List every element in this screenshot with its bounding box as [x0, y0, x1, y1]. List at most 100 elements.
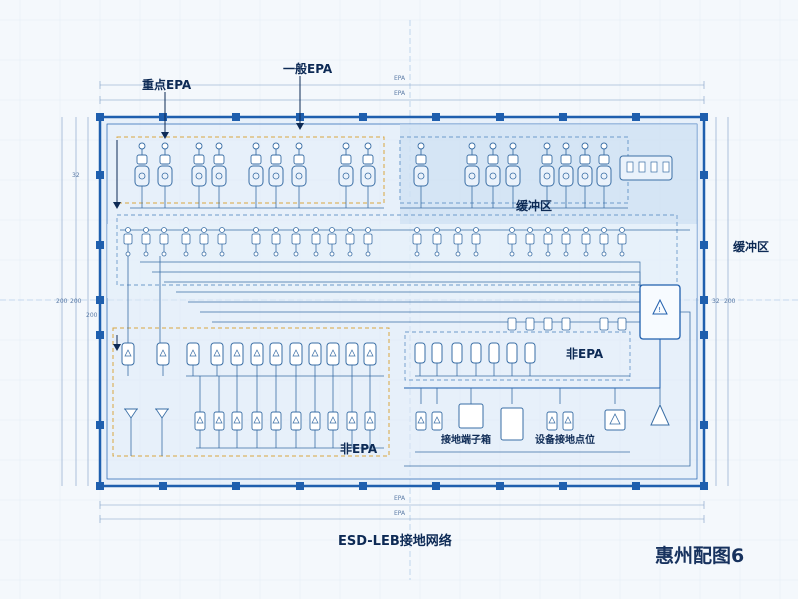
- grounding-module: [231, 411, 243, 431]
- ground-clip-icon: [125, 251, 131, 257]
- non-epa-right-label: 非EPA: [566, 347, 604, 361]
- connector-block: [311, 233, 321, 245]
- connector-block: [141, 233, 151, 245]
- grounding-terminal-box-icon: [500, 407, 524, 441]
- ground-clip-icon: [365, 227, 371, 233]
- grounding-module: [431, 411, 443, 431]
- ground-clip-icon: [581, 142, 589, 150]
- ground-clip-icon: [347, 251, 353, 257]
- ground-clip-icon: [562, 142, 570, 150]
- ground-clip-icon: [619, 251, 625, 257]
- ground-clip-icon: [253, 251, 259, 257]
- rack-slot: [650, 161, 658, 173]
- non-epa-zone-right: [404, 331, 631, 381]
- grounding-module: [562, 411, 574, 431]
- esd-mat-icon: [360, 165, 376, 187]
- module-box: [431, 411, 443, 431]
- connector-block: [345, 233, 355, 245]
- connector-block: [581, 233, 591, 245]
- column-marker: [496, 113, 504, 121]
- warning-triangle-icon: [233, 416, 241, 424]
- esd-mat-icon: [338, 165, 354, 187]
- connector-block: [362, 154, 374, 165]
- ground-plug: [617, 227, 627, 257]
- ground-clip-icon: [455, 227, 461, 233]
- connector-block: [453, 233, 463, 245]
- dimension-right-b: 200: [724, 298, 736, 305]
- loop-line: [404, 311, 691, 467]
- connector-block: [561, 233, 571, 245]
- grounding-module: [345, 342, 359, 366]
- workstation-ground-device: [134, 142, 150, 187]
- ground-clip-icon: [468, 142, 476, 150]
- esd-mat-icon: [558, 165, 574, 187]
- ground-plug: [507, 227, 517, 257]
- arrow-head: [296, 123, 304, 130]
- column-marker: [96, 331, 104, 339]
- connector-block: [487, 154, 499, 165]
- ground-clip-icon: [619, 227, 625, 233]
- general-epa-label: 一般EPA: [283, 62, 333, 76]
- grounding-module: [309, 411, 321, 431]
- column-marker: [432, 113, 440, 121]
- ground-plug: [345, 227, 355, 257]
- connector-block: [525, 317, 535, 331]
- connector-block: [159, 154, 171, 165]
- warning-triangle-icon: [253, 349, 261, 357]
- grounding-module: [431, 342, 443, 364]
- column-marker: [700, 331, 708, 339]
- ground-clip-icon: [414, 227, 420, 233]
- grounding-module: [269, 342, 283, 366]
- ground-plug: [432, 227, 442, 257]
- grounding-module: [506, 342, 518, 364]
- column-marker: [559, 113, 567, 121]
- connector-block: [598, 154, 610, 165]
- warning-triangle-icon: [433, 416, 441, 424]
- grounding-module: [194, 411, 206, 431]
- grounding-module: [363, 342, 377, 366]
- workstation-ground-device: [505, 142, 521, 187]
- connector-block: [599, 233, 609, 245]
- non-epa-bottom-label: 非EPA: [340, 442, 378, 456]
- module-box: [270, 411, 282, 431]
- ground-clip-icon: [201, 251, 207, 257]
- column-marker: [559, 482, 567, 490]
- warning-triangle-icon: [215, 416, 223, 424]
- ground-clip-icon: [183, 227, 189, 233]
- column-marker: [96, 113, 104, 121]
- column-marker: [232, 482, 240, 490]
- warning-triangle-icon: [366, 416, 374, 424]
- column-marker: [96, 421, 104, 429]
- page-tag: 惠州配图6: [655, 545, 745, 567]
- ground-clip-icon: [489, 142, 497, 150]
- ground-clip-icon: [601, 251, 607, 257]
- column-marker: [96, 296, 104, 304]
- ground-clip-icon: [563, 227, 569, 233]
- ground-clip-icon: [272, 142, 280, 150]
- connector-block: [507, 317, 517, 331]
- column-marker: [496, 482, 504, 490]
- ground-plug: [453, 227, 463, 257]
- column-marker: [632, 482, 640, 490]
- ground-clip-icon: [509, 251, 515, 257]
- connector-block: [432, 233, 442, 245]
- ground-clip-icon: [455, 251, 461, 257]
- esd-mat-icon: [211, 165, 227, 187]
- column-marker: [96, 171, 104, 179]
- warning-triangle-icon: [213, 349, 221, 357]
- esd-mat-icon: [157, 165, 173, 187]
- warning-triangle-icon: [348, 349, 356, 357]
- warning-triangle-icon: [348, 416, 356, 424]
- equipment-ground-point: [604, 409, 626, 431]
- column-marker: [296, 482, 304, 490]
- connector-block: [507, 233, 517, 245]
- warning-triangle-icon: [159, 349, 167, 357]
- grounding-module: [327, 411, 339, 431]
- ground-clip-icon: [365, 251, 371, 257]
- grounding-module: [290, 411, 302, 431]
- ground-clip-icon: [253, 227, 259, 233]
- ground-clip-icon: [293, 227, 299, 233]
- ground-clip-icon: [364, 172, 372, 180]
- ground-clip-icon: [295, 172, 303, 180]
